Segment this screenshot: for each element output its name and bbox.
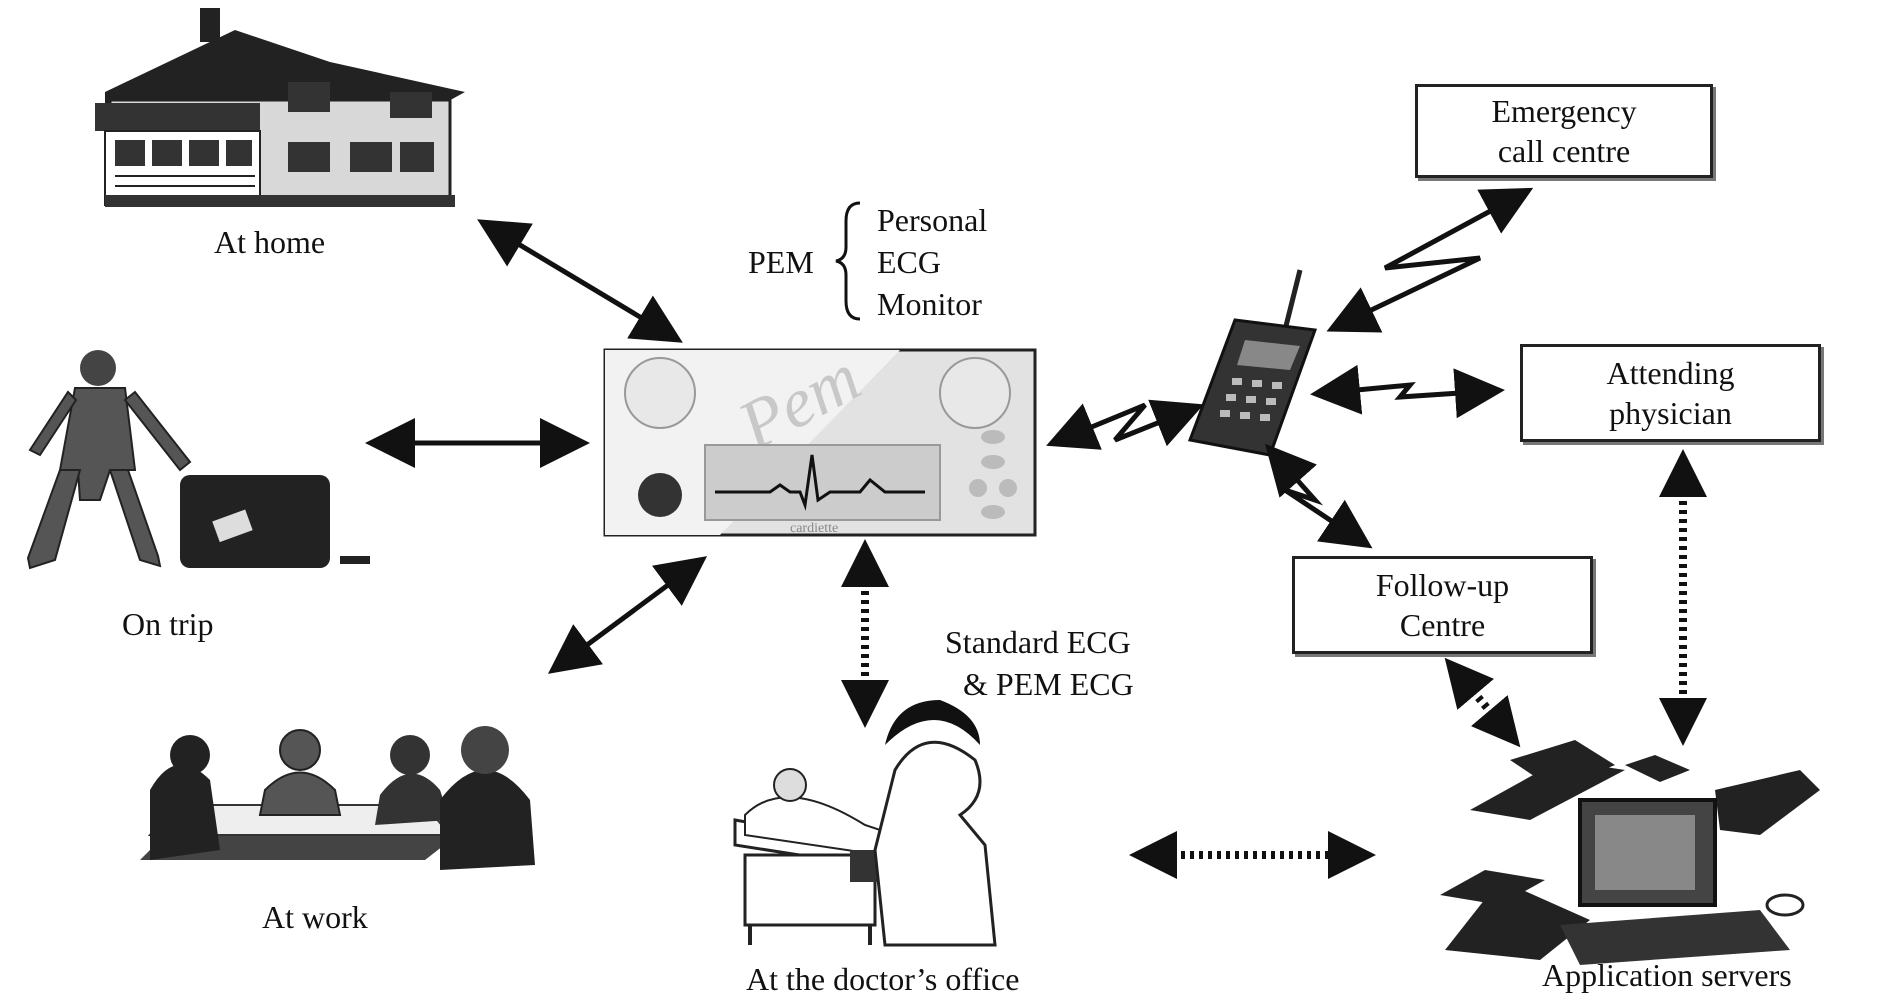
wireless-links [1046,187,1534,549]
pem-expansion-1: Personal [877,202,988,238]
label-pem-ecg: & PEM ECG [963,666,1134,702]
label-doctor-office: At the doctor’s office [746,961,1020,997]
label-standard-ecg: Standard ECG [945,624,1131,660]
pem-screen [704,444,941,521]
link-followup-servers [1444,657,1521,748]
pem-expansion-3: Monitor [877,286,982,322]
pem-device-caption: cardiette [790,521,838,536]
meeting-illustration [140,726,535,870]
label-at-work: At work [262,899,368,935]
pem-acronym: PEM [748,244,814,280]
label-at-home: At home [214,224,326,260]
mobile-phone [1187,269,1318,457]
emergency-box-line-1: Emergency [1491,93,1637,129]
doctor-office-illustration [733,700,997,947]
application-servers-illustration [1440,740,1820,965]
link-phone-followup [1265,443,1373,549]
link-phone-physician [1310,364,1505,419]
pem-expansion-2: ECG [877,244,941,280]
label-on-trip: On trip [122,606,214,642]
follow-up-centre-box: Follow-up Centre [1292,556,1593,654]
emergency-call-centre-box: Emergency call centre [1415,84,1713,178]
label-application-servers: Application servers [1542,957,1792,993]
traveller-illustration [26,350,370,570]
attending-physician-box: Attending physician [1520,344,1821,442]
followup-box-line-2: Centre [1399,607,1486,643]
ecg-trace [715,454,925,511]
attending-box-line-1: Attending [1606,355,1735,391]
link-home-pem [477,219,683,343]
link-phone-emergency [1326,187,1534,333]
house-illustration [95,8,465,207]
solid-links [365,219,708,674]
pem-device: Pem cardiette [603,339,1037,537]
followup-box-line-1: Follow-up [1375,567,1510,603]
attending-box-line-2: physician [1609,395,1732,431]
link-work-pem [547,556,708,674]
pem-brace [835,201,861,321]
link-pem-phone [1046,399,1204,450]
emergency-box-line-2: call centre [1497,133,1631,169]
